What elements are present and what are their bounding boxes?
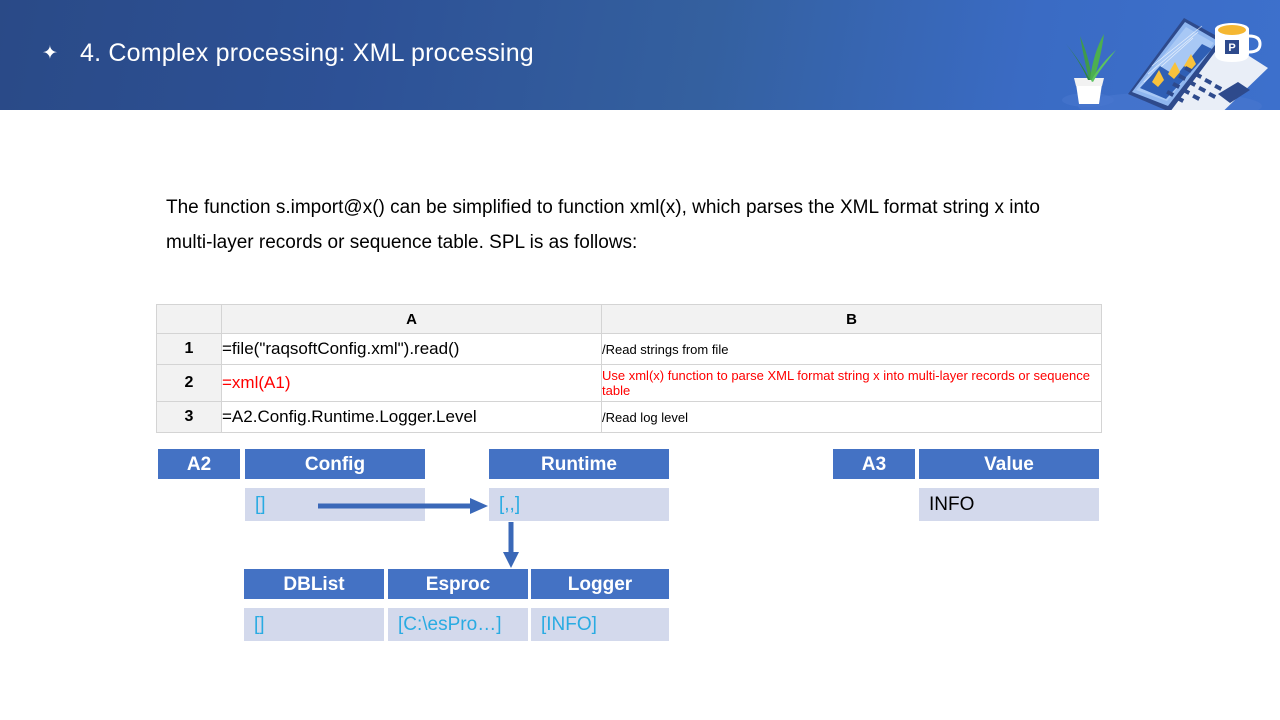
table-header-a: A bbox=[221, 304, 602, 334]
table-row: 2 =xml(A1) Use xml(x) function to parse … bbox=[156, 364, 1102, 402]
block-a2-label: A2 bbox=[157, 448, 241, 480]
block-value-value: INFO bbox=[918, 488, 1100, 522]
diamond-bullet-icon: ✦ bbox=[42, 43, 58, 64]
block-esproc-value: [C:\esPro…] bbox=[387, 608, 529, 642]
block-logger-header: Logger bbox=[530, 568, 670, 600]
table-header-b: B bbox=[601, 304, 1102, 334]
block-runtime-header: Runtime bbox=[488, 448, 670, 480]
block-config-value: [] bbox=[244, 488, 426, 522]
block-config-header: Config bbox=[244, 448, 426, 480]
row-index: 3 bbox=[156, 401, 222, 433]
cell-a3: =A2.Config.Runtime.Logger.Level bbox=[221, 401, 602, 433]
title-banner: ✦ 4. Complex processing: XML processing bbox=[0, 0, 1280, 110]
cell-b1: /Read strings from file bbox=[601, 333, 1102, 365]
body-paragraph: The function s.import@x() can be simplif… bbox=[166, 197, 1040, 253]
block-a3-label: A3 bbox=[832, 448, 916, 480]
table-row: 3 =A2.Config.Runtime.Logger.Level /Read … bbox=[156, 401, 1102, 433]
laptop-plant-coffee-illustration: P bbox=[1052, 0, 1272, 110]
row-index: 2 bbox=[156, 364, 222, 402]
block-value-header: Value bbox=[918, 448, 1100, 480]
page-title: 4. Complex processing: XML processing bbox=[80, 39, 534, 67]
block-dblist-header: DBList bbox=[243, 568, 385, 600]
block-esproc-header: Esproc bbox=[387, 568, 529, 600]
cell-a1: =file("raqsoftConfig.xml").read() bbox=[221, 333, 602, 365]
block-dblist-value: [] bbox=[243, 608, 385, 642]
table-header-row: A B bbox=[156, 304, 1102, 334]
table-row: 1 =file("raqsoftConfig.xml").read() /Rea… bbox=[156, 333, 1102, 365]
cell-b3: /Read log level bbox=[601, 401, 1102, 433]
row-index: 1 bbox=[156, 333, 222, 365]
block-logger-value: [INFO] bbox=[530, 608, 670, 642]
spl-code-table: A B 1 =file("raqsoftConfig.xml").read() … bbox=[156, 304, 1102, 433]
cell-b2: Use xml(x) function to parse XML format … bbox=[601, 364, 1102, 402]
cell-a2: =xml(A1) bbox=[221, 364, 602, 402]
block-runtime-value: [,,] bbox=[488, 488, 670, 522]
table-header-blank bbox=[156, 304, 222, 334]
svg-text:P: P bbox=[1228, 42, 1235, 54]
arrow-runtime-to-esproc bbox=[503, 522, 519, 568]
